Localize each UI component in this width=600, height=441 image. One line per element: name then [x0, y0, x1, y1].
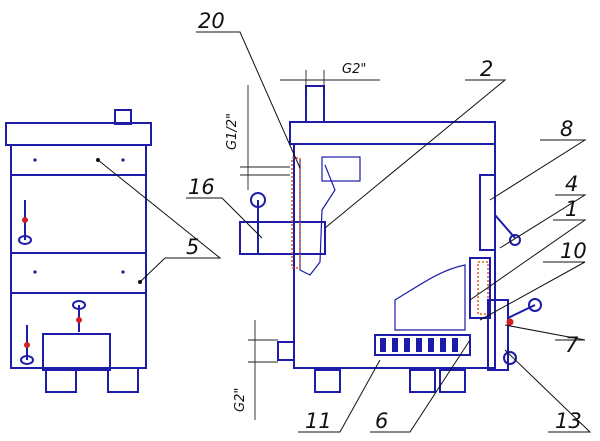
front-handle-upper-knob	[18, 235, 32, 245]
section-body-outline	[293, 144, 496, 369]
bolt	[33, 158, 37, 162]
section-water-jacket	[299, 160, 336, 276]
bolt	[121, 270, 125, 274]
bolt	[121, 158, 125, 162]
label-16: 16	[188, 175, 215, 199]
leader-lines	[97, 31, 592, 433]
return-nozzle	[277, 341, 295, 361]
section-side-pipe	[239, 221, 326, 255]
front-view	[5, 109, 152, 393]
regulator-mark	[506, 318, 514, 326]
section-leg-3	[439, 369, 466, 393]
front-mark-2	[76, 317, 82, 323]
dim-side-connection: G1/2"	[225, 113, 240, 150]
front-leg-left	[45, 367, 77, 393]
upper-door-knob	[509, 234, 521, 246]
ash-door-knob	[503, 351, 517, 365]
upper-door-handle	[494, 214, 516, 239]
front-panel-lower	[10, 292, 147, 369]
section-leg-1	[314, 369, 341, 393]
upper-door	[479, 174, 496, 251]
grate-bars	[380, 338, 458, 352]
section-top-cap	[289, 121, 496, 145]
label-13: 13	[555, 409, 582, 433]
front-panel-upper	[10, 144, 147, 176]
label-11: 11	[305, 409, 332, 433]
label-6: 6	[375, 409, 388, 433]
air-regulator-arm	[507, 304, 536, 319]
front-panel-mid	[10, 252, 147, 294]
front-mark-1	[22, 217, 28, 223]
combustion-chamber	[394, 264, 466, 331]
front-flue-nozzle	[114, 109, 132, 125]
front-leg-right	[107, 367, 139, 393]
label-1: 1	[565, 197, 578, 221]
label-4: 4	[565, 172, 578, 196]
label-8: 8	[560, 117, 573, 141]
label-2: 2	[480, 57, 493, 81]
label-20: 20	[198, 9, 225, 33]
front-ash-drawer	[42, 333, 111, 371]
air-regulator-knob	[528, 298, 542, 312]
front-mark-3	[24, 342, 30, 348]
front-air-valve-knob	[72, 300, 86, 310]
section-leg-2	[409, 369, 436, 393]
label-5: 5	[186, 235, 199, 259]
ash-door	[487, 299, 509, 371]
lower-door	[469, 257, 491, 319]
front-handle-lower-knob	[20, 355, 34, 365]
thermometer-head	[250, 192, 266, 208]
label-10: 10	[560, 239, 587, 263]
label-7: 7	[565, 333, 579, 357]
section-view	[239, 85, 542, 393]
dim-bottom-connection: G2"	[233, 388, 248, 412]
bolt	[33, 270, 37, 274]
section-top-fitting	[321, 156, 361, 182]
dim-top-connection: G2"	[342, 62, 366, 77]
grate	[374, 334, 471, 356]
dimension-lines	[240, 70, 380, 420]
front-top-cap	[5, 122, 152, 146]
section-flue-nozzle	[305, 85, 325, 123]
